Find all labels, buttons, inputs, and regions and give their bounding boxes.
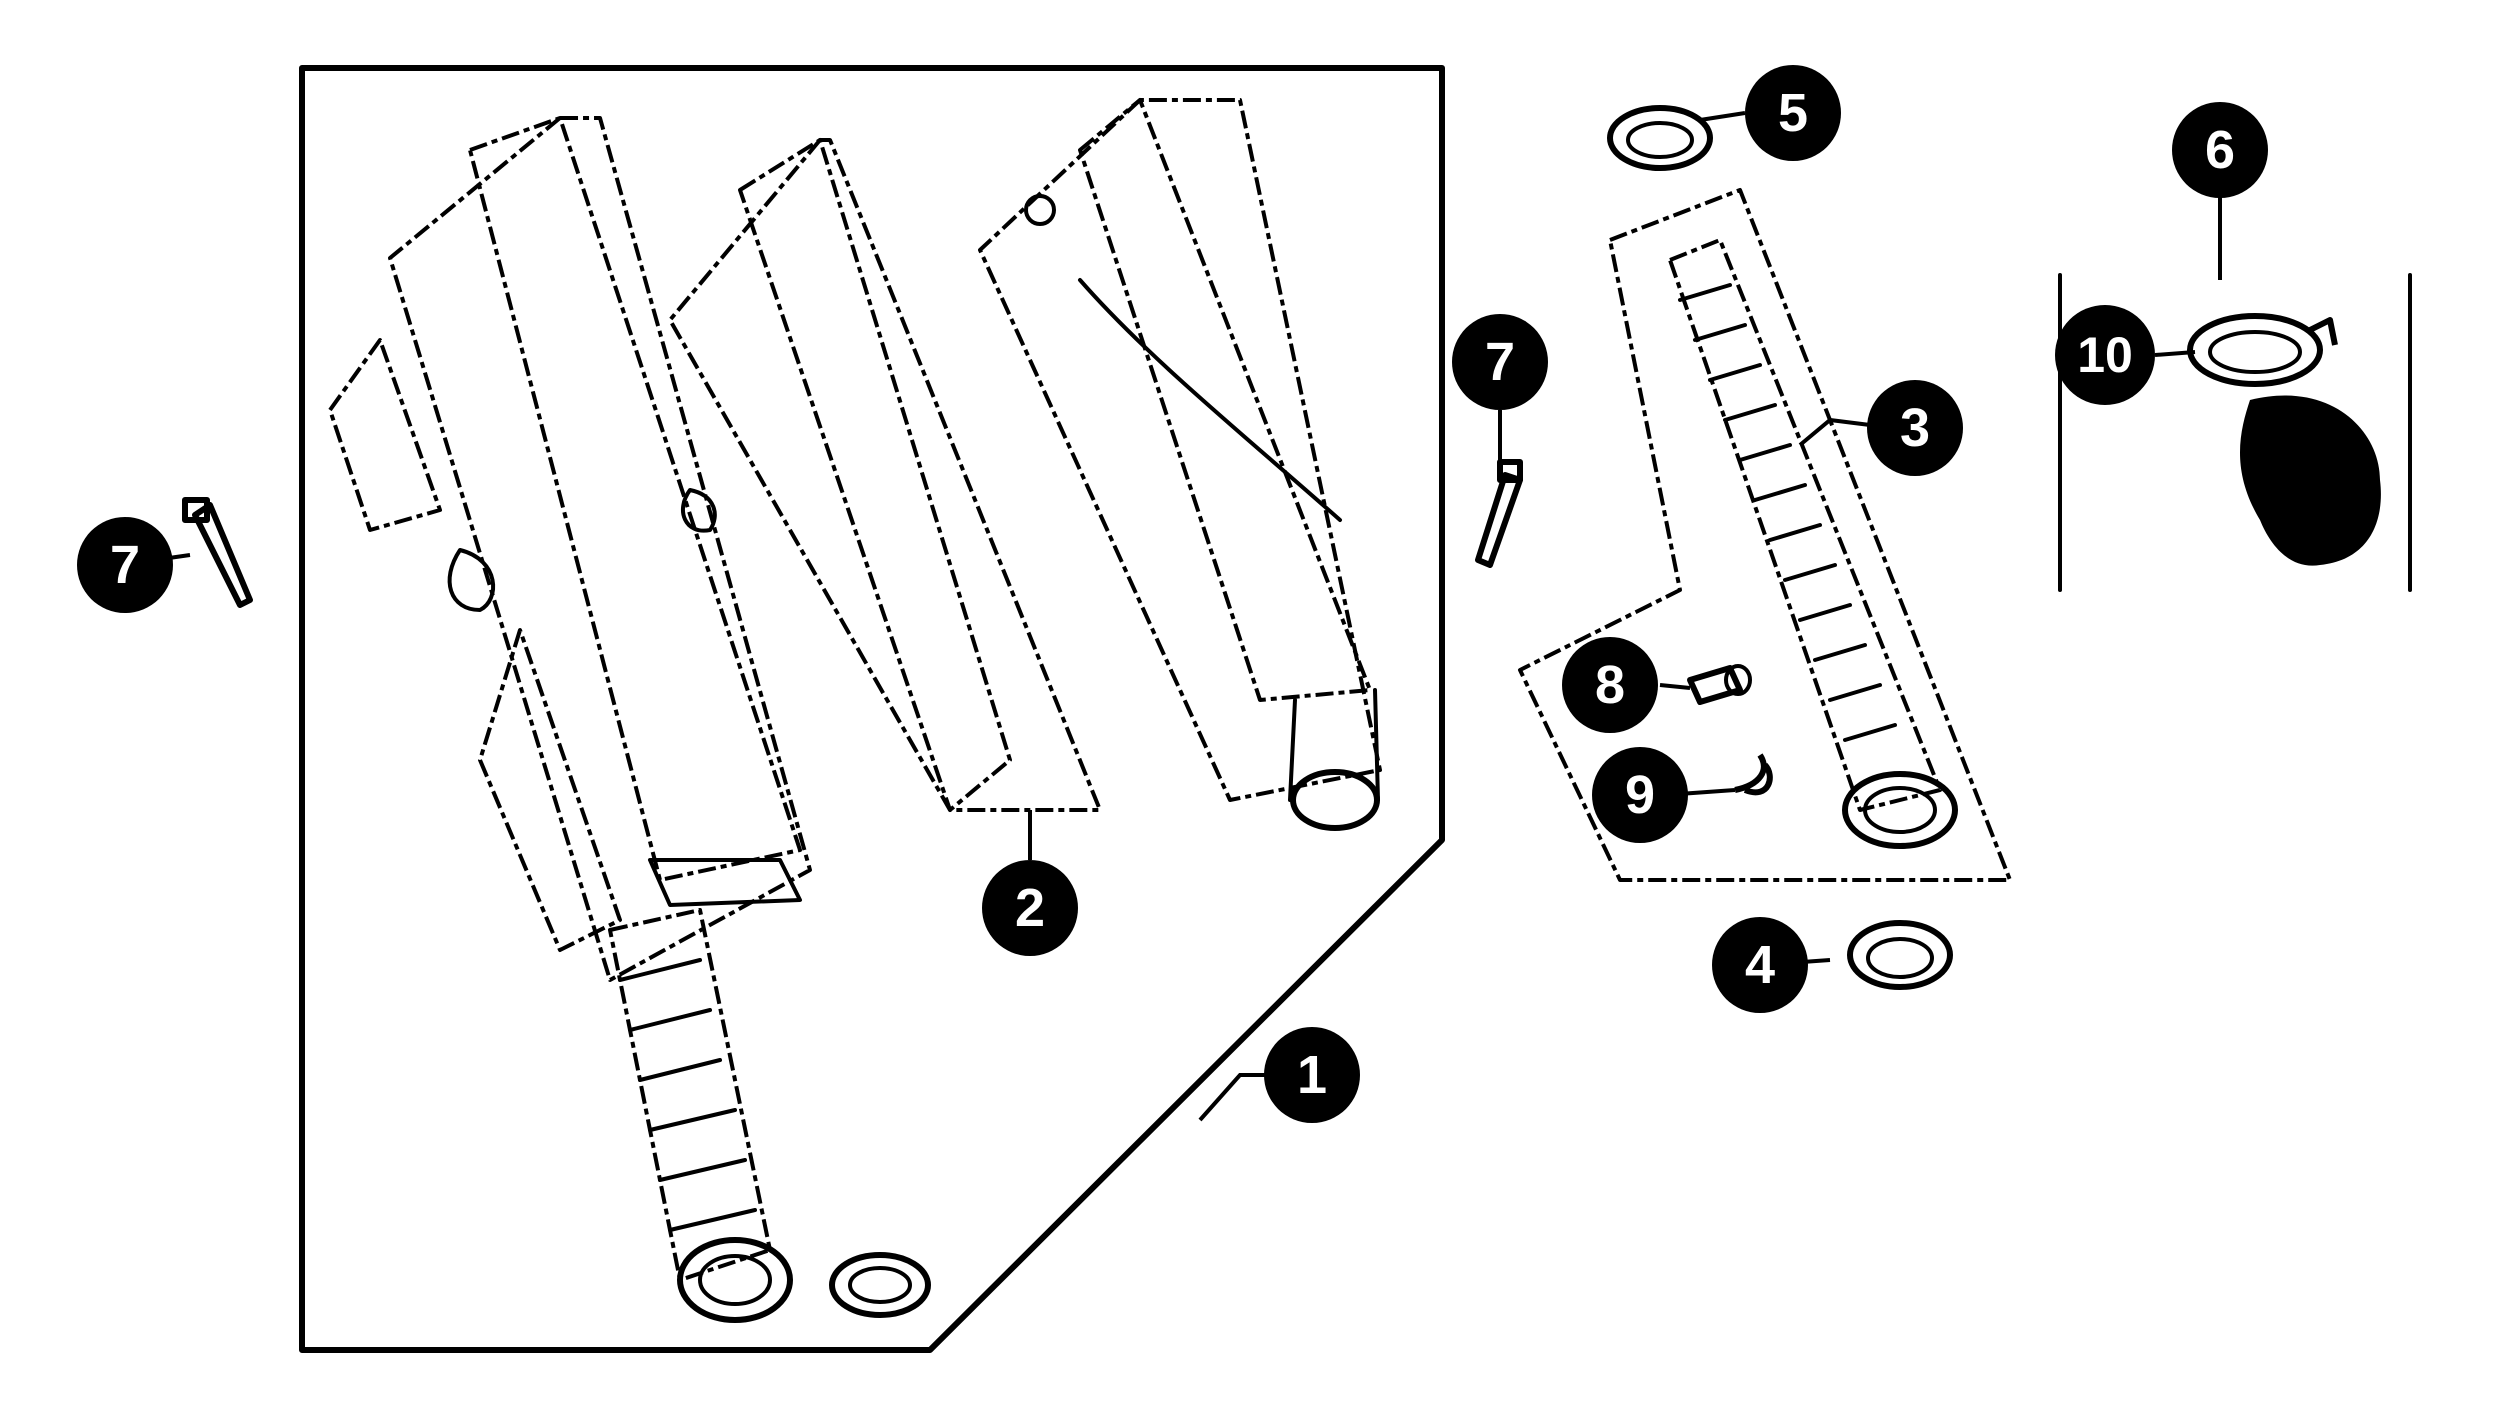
callout-8-label: 8	[1595, 655, 1625, 715]
callout-4: 4	[1712, 917, 1808, 1013]
airbox-lid	[978, 98, 1382, 831]
callout-9: 9	[1592, 747, 1688, 843]
callout-4-label: 4	[1745, 935, 1775, 995]
callout-5-label: 5	[1778, 83, 1808, 143]
intake-tube	[608, 908, 793, 1323]
callout-3-label: 3	[1900, 398, 1930, 458]
callout-7-left: 7	[77, 517, 173, 613]
hose-clamp-5	[1607, 105, 1713, 171]
group-6-bracket	[2058, 273, 2412, 592]
flexible-hose	[1668, 238, 1958, 849]
airbox-housing	[328, 116, 812, 982]
group-3-frame	[1518, 188, 2012, 882]
group-1-frame	[299, 65, 1445, 1353]
callout-7a-label: 7	[110, 535, 140, 595]
fitting-8	[1687, 664, 1752, 705]
hose-clamp-lower	[829, 1252, 931, 1318]
filter-element	[668, 138, 1102, 812]
callout-10: 10	[2055, 305, 2155, 405]
callout-9-label: 9	[1625, 765, 1655, 825]
rubber-boot	[2240, 395, 2381, 566]
hose-clamp-4	[1847, 920, 1953, 990]
callout-7-right: 7	[1452, 314, 1548, 410]
callout-1: 1	[1264, 1027, 1360, 1123]
screw-right	[1475, 459, 1523, 568]
callout-6-label: 6	[2205, 120, 2235, 180]
callout-2-label: 2	[1015, 878, 1045, 938]
callout-2: 2	[982, 860, 1078, 956]
callout-3: 3	[1867, 380, 1963, 476]
clip-9	[1734, 753, 1773, 796]
screw-left	[182, 497, 253, 608]
callout-1-label: 1	[1297, 1045, 1327, 1105]
gasket-ring	[2187, 313, 2338, 387]
leader-lines	[154, 111, 2222, 1122]
callout-6: 6	[2172, 102, 2268, 198]
callout-8: 8	[1562, 637, 1658, 733]
callout-5: 5	[1745, 65, 1841, 161]
callout-10-label: 10	[2077, 327, 2133, 383]
callout-7b-label: 7	[1485, 332, 1515, 392]
